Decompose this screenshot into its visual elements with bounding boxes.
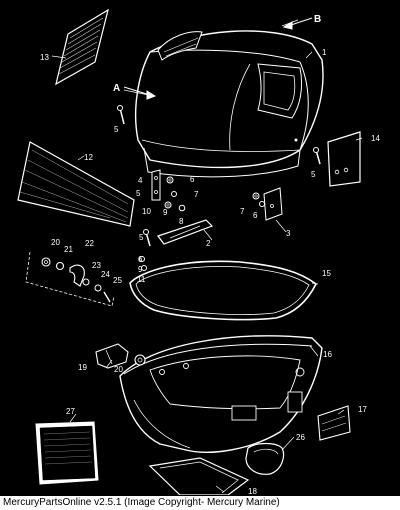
callout-27: 27	[66, 407, 75, 416]
callout-12: 12	[84, 153, 93, 162]
callout-5d: 5	[139, 233, 144, 242]
part-12-side-panel	[17, 141, 135, 227]
copyright-footer: MercuryPartsOnline v2.5.1 (Image Copyrig…	[0, 496, 400, 510]
callout-7b: 7	[240, 207, 245, 216]
exploded-parts-diagram: B A 13 1 5 12 14 5 4 6 5 7 10 9 8 7 6 3 …	[17, 8, 381, 495]
part-17-decal	[317, 405, 351, 441]
callout-9: 9	[163, 208, 168, 217]
callout-11: 11	[137, 275, 146, 284]
callout-22: 22	[85, 239, 94, 248]
arrow-marks	[123, 17, 313, 100]
callout-24: 24	[101, 270, 110, 279]
part-2-latch	[139, 219, 214, 271]
callout-16: 16	[323, 350, 332, 359]
callout-21: 21	[64, 245, 73, 254]
part-26-plug	[245, 442, 285, 475]
callout-4: 4	[138, 176, 143, 185]
callout-17: 17	[358, 405, 367, 414]
callout-letter-a: A	[113, 83, 120, 94]
callout-20a: 20	[51, 238, 60, 247]
hardware-screws	[117, 105, 321, 247]
callout-19: 19	[78, 363, 87, 372]
callout-2: 2	[206, 239, 211, 248]
callout-letter-b: B	[314, 14, 321, 25]
hardware-bracket-right	[252, 187, 283, 221]
callout-6a: 6	[190, 175, 195, 184]
callout-5a: 5	[114, 125, 119, 134]
part-18-gasket	[148, 457, 250, 495]
callout-14: 14	[371, 134, 380, 143]
part-27-manual	[35, 421, 99, 485]
callout-7a: 7	[194, 190, 199, 199]
callout-8: 8	[179, 217, 184, 226]
callout-13: 13	[40, 53, 49, 62]
hardware-bracket-left	[151, 169, 186, 212]
callout-25: 25	[113, 276, 122, 285]
callout-26: 26	[296, 433, 305, 442]
callout-3: 3	[286, 229, 291, 238]
callout-6c: 6	[138, 255, 143, 264]
callout-5c: 5	[136, 189, 141, 198]
callout-9b: 9	[138, 265, 143, 274]
callout-18: 18	[248, 487, 257, 495]
leader-lines	[51, 19, 363, 493]
part-19-bracket	[95, 343, 129, 369]
part-1-top-cowl	[134, 30, 324, 178]
part-14-decal	[327, 131, 361, 187]
part-16-bottom-cowl	[119, 335, 323, 453]
callout-15: 15	[322, 269, 331, 278]
callout-20b: 20	[114, 365, 123, 374]
part-13-decal	[55, 8, 109, 86]
part-20-grommet	[134, 354, 146, 366]
part-15-seal	[129, 260, 318, 321]
callout-6b: 6	[253, 211, 258, 220]
callout-5b: 5	[311, 170, 316, 179]
callout-23: 23	[92, 261, 101, 270]
callout-1: 1	[322, 48, 327, 57]
callout-10: 10	[142, 207, 151, 216]
latch-hardware-group	[25, 251, 115, 307]
